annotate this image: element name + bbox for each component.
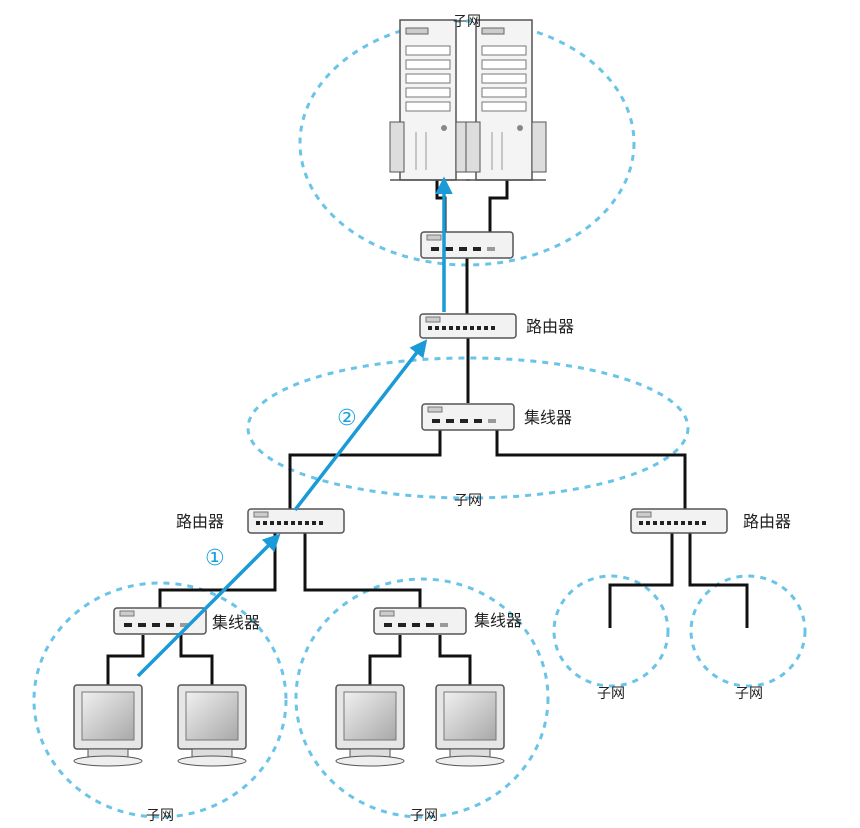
subnet-label-bottom-middle: 子网 bbox=[410, 808, 438, 824]
right-router-icon bbox=[630, 508, 728, 534]
subnet-middle bbox=[246, 356, 690, 500]
hub-label-middle: 集线器 bbox=[524, 408, 572, 427]
router-label-left: 路由器 bbox=[176, 512, 224, 531]
subnet-bottom-right-2 bbox=[689, 574, 807, 688]
step-marker-2: ② bbox=[337, 406, 357, 431]
top-hub-icon bbox=[420, 231, 514, 259]
subnet-bottom-left bbox=[32, 581, 288, 819]
monitor-icon bbox=[335, 684, 405, 767]
router-label-center: 路由器 bbox=[526, 317, 574, 336]
subnet-label-top: 子网 bbox=[453, 14, 481, 30]
subnet-label-right-1: 子网 bbox=[597, 686, 625, 702]
server-right-icon bbox=[465, 19, 547, 181]
monitor-icon bbox=[73, 684, 143, 767]
route-arrow-1 bbox=[136, 533, 281, 678]
bottom-middle-hub-icon bbox=[373, 607, 467, 635]
route-arrow-2 bbox=[293, 339, 428, 512]
subnet-label-right-2: 子网 bbox=[735, 686, 763, 702]
hub-label-bottom-middle: 集线器 bbox=[474, 611, 522, 630]
hub-label-bottom-left: 集线器 bbox=[212, 613, 260, 632]
step-marker-1: ① bbox=[205, 546, 225, 571]
monitor-icon bbox=[435, 684, 505, 767]
subnet-label-middle: 子网 bbox=[454, 493, 482, 509]
subnet-bottom-middle bbox=[294, 577, 550, 819]
subnet-bottom-right-1 bbox=[552, 574, 670, 688]
middle-hub-icon bbox=[421, 403, 515, 431]
left-router-icon bbox=[247, 508, 345, 534]
router-label-right: 路由器 bbox=[743, 512, 791, 531]
monitor-icon bbox=[177, 684, 247, 767]
center-router-icon bbox=[419, 313, 517, 339]
server-left-icon bbox=[389, 19, 471, 181]
subnet-label-bottom-left: 子网 bbox=[146, 808, 174, 824]
